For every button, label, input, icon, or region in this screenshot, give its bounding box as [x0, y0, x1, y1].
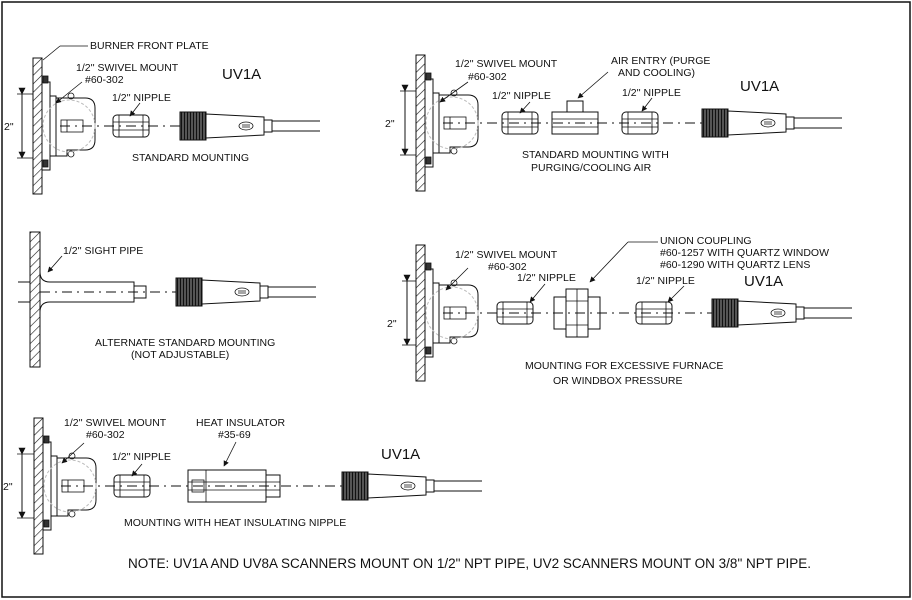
caption-purging-1: STANDARD MOUNTING WITH [522, 149, 669, 161]
label-air-entry-2: AND COOLING) [618, 67, 695, 79]
label-burner-front-plate: BURNER FRONT PLATE [90, 40, 209, 52]
label-swivel-mount-4: 1/2'' SWIVEL MOUNT [455, 249, 558, 261]
label-nipple-2a: 1/2'' NIPPLE [492, 90, 551, 102]
panel-heat-insulating: 1/2'' SWIVEL MOUNT #60-302 1/2'' NIPPLE … [3, 417, 483, 555]
label-union-1: UNION COUPLING [660, 235, 752, 247]
panel-purging-cooling: 1/2'' SWIVEL MOUNT #60-302 1/2'' NIPPLE … [385, 54, 843, 192]
panel-furnace-pressure: 1/2'' SWIVEL MOUNT #60-302 1/2'' NIPPLE … [387, 235, 853, 387]
label-swivel-part-5: #60-302 [86, 429, 125, 441]
label-nipple-5: 1/2'' NIPPLE [112, 451, 171, 463]
label-union-2: #60-1257 WITH QUARTZ WINDOW [660, 247, 829, 259]
label-union-3: #60-1290 WITH QUARTZ LENS [660, 259, 810, 271]
caption-heat-insulating: MOUNTING WITH HEAT INSULATING NIPPLE [124, 517, 346, 529]
label-swivel-mount: 1/2'' SWIVEL MOUNT [76, 62, 179, 74]
label-nipple-2b: 1/2'' NIPPLE [622, 87, 681, 99]
label-dimension-2: 2" [385, 118, 395, 130]
label-uv1a-2: UV1A [740, 78, 779, 95]
label-uv1a-4: UV1A [744, 273, 783, 290]
label-dimension-5: 2" [3, 481, 13, 493]
label-air-entry-1: AIR ENTRY (PURGE [611, 55, 710, 67]
label-heat-part: #35-69 [218, 429, 251, 441]
caption-standard-mounting: STANDARD MOUNTING [132, 152, 249, 164]
label-dimension: 2" [4, 121, 14, 133]
panel-standard-mounting: BURNER FRONT PLATE 1/2'' SWIVEL MOUNT #6… [4, 40, 321, 195]
footer-note: NOTE: UV1A AND UV8A SCANNERS MOUNT ON 1/… [128, 556, 811, 571]
caption-alternate-2: (NOT ADJUSTABLE) [131, 349, 229, 361]
label-swivel-part: #60-302 [85, 74, 124, 86]
label-nipple-4b: 1/2'' NIPPLE [636, 275, 695, 287]
label-nipple-4a: 1/2'' NIPPLE [517, 272, 576, 284]
label-nipple: 1/2'' NIPPLE [112, 92, 171, 104]
label-uv1a: UV1A [222, 66, 261, 83]
label-dimension-4: 2" [387, 318, 397, 330]
caption-furnace-2: OR WINDBOX PRESSURE [553, 375, 683, 387]
caption-furnace-1: MOUNTING FOR EXCESSIVE FURNACE [525, 360, 723, 372]
label-uv1a-5: UV1A [381, 446, 420, 463]
label-sight-pipe: 1/2'' SIGHT PIPE [63, 245, 143, 257]
label-swivel-mount-5: 1/2'' SWIVEL MOUNT [64, 417, 167, 429]
label-swivel-part-4: #60-302 [488, 261, 527, 273]
caption-alternate-1: ALTERNATE STANDARD MOUNTING [95, 337, 275, 349]
label-swivel-mount-2: 1/2'' SWIVEL MOUNT [455, 58, 558, 70]
panel-sight-pipe: 1/2'' SIGHT PIPE ALTERNATE STANDARD MOUN… [18, 231, 317, 368]
label-swivel-part-2: #60-302 [468, 71, 507, 83]
label-heat-insulator: HEAT INSULATOR [196, 417, 285, 429]
caption-purging-2: PURGING/COOLING AIR [531, 162, 652, 174]
